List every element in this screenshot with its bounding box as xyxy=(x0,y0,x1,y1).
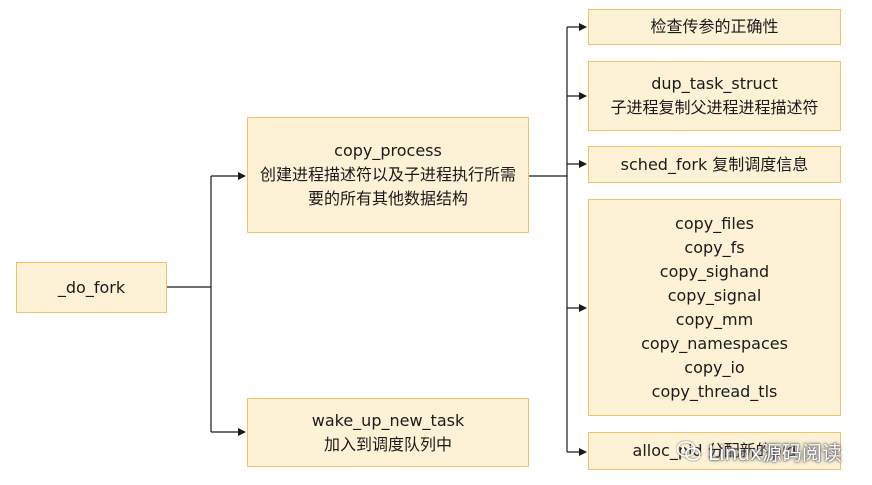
copy-item: copy_io xyxy=(684,357,745,377)
node-alloc-pid-label: alloc_pid 分配新的pid xyxy=(632,441,797,460)
copy-item: copy_mm xyxy=(675,309,754,329)
node-wake-up-new-task: wake_up_new_task 加入到调度队列中 xyxy=(247,398,529,467)
node-do-fork: _do_fork xyxy=(16,262,167,313)
wechat-icon xyxy=(676,441,701,461)
node-check-params-label: 检查传参的正确性 xyxy=(650,17,779,36)
copy-item: copy_files xyxy=(675,213,754,233)
node-check-params: 检查传参的正确性 xyxy=(588,9,841,45)
node-wake-up-new-task-desc: 加入到调度队列中 xyxy=(323,434,452,454)
watermark-text: Linux源码阅读 xyxy=(708,440,842,465)
node-dup-task-struct: dup_task_struct 子进程复制父进程进程描述符 xyxy=(588,61,841,131)
copy-item: copy_signal xyxy=(667,285,762,305)
node-sched-fork: sched_fork 复制调度信息 xyxy=(588,146,841,183)
watermark: Linux源码阅读 xyxy=(676,434,842,468)
node-alloc-pid: alloc_pid 分配新的pid xyxy=(588,432,841,470)
copy-item: copy_sighand xyxy=(659,261,770,281)
node-dup-task-struct-title: dup_task_struct xyxy=(651,74,778,93)
copy-item: copy_thread_tls xyxy=(651,381,778,401)
node-do-fork-label: _do_fork xyxy=(57,277,126,297)
node-copy-process-desc-2: 要的所有其他数据结构 xyxy=(307,189,468,208)
node-copy-process-desc-1: 创建进程描述符以及子进程执行所需 xyxy=(259,165,516,184)
node-sched-fork-label: sched_fork 复制调度信息 xyxy=(620,154,809,174)
node-dup-task-struct-desc: 子进程复制父进程进程描述符 xyxy=(610,98,819,117)
node-copy-group: copy_files copy_fs copy_sighand copy_sig… xyxy=(588,199,841,416)
node-copy-process-title: copy_process xyxy=(334,141,442,160)
copy-item: copy_namespaces xyxy=(641,333,788,353)
copy-item: copy_fs xyxy=(684,237,745,257)
node-wake-up-new-task-title: wake_up_new_task xyxy=(311,410,465,430)
node-copy-process: copy_process 创建进程描述符以及子进程执行所需 要的所有其他数据结构 xyxy=(247,117,529,233)
